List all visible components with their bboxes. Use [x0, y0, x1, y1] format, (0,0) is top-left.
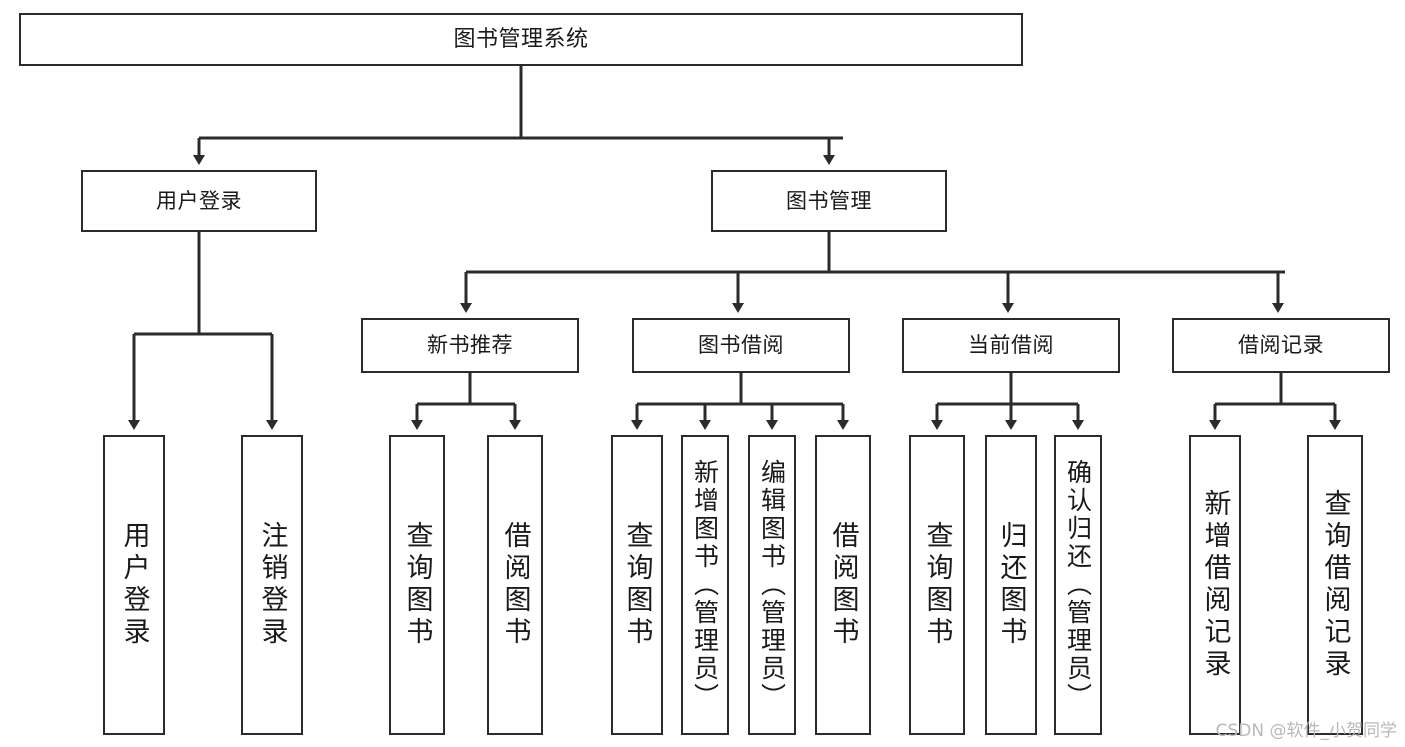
node-leaf-rec-borrow-book-label: 借阅图书 — [499, 521, 531, 649]
node-book-borrow-label: 图书借阅 — [698, 333, 784, 358]
node-leaf-rec-query-book[interactable]: 查询图书 — [389, 435, 445, 735]
node-leaf-return-book-label: 归还图书 — [995, 521, 1027, 649]
node-root-label: 图书管理系统 — [453, 26, 589, 52]
node-book-manage[interactable]: 图书管理 — [711, 170, 947, 232]
node-leaf-user-login[interactable]: 用户登录 — [103, 435, 165, 735]
node-leaf-rec-borrow-book[interactable]: 借阅图书 — [487, 435, 543, 735]
node-user-login-label: 用户登录 — [156, 188, 242, 213]
node-leaf-borrow-query-book-label: 查询图书 — [621, 521, 653, 649]
node-leaf-borrow-book[interactable]: 借阅图书 — [815, 435, 871, 735]
node-leaf-return-book[interactable]: 归还图书 — [985, 435, 1037, 735]
node-leaf-add-record-label: 新增借阅记录 — [1199, 489, 1231, 681]
node-leaf-query-record-label: 查询借阅记录 — [1319, 489, 1351, 681]
node-book-manage-label: 图书管理 — [786, 188, 872, 213]
node-leaf-cur-query-book[interactable]: 查询图书 — [909, 435, 965, 735]
node-current-borrow[interactable]: 当前借阅 — [902, 318, 1120, 373]
node-borrow-record[interactable]: 借阅记录 — [1172, 318, 1390, 373]
node-leaf-rec-query-book-label: 查询图书 — [401, 521, 433, 649]
node-leaf-confirm-return-admin-label: 确认归还（管理员） — [1063, 459, 1093, 711]
node-leaf-confirm-return-admin[interactable]: 确认归还（管理员） — [1054, 435, 1102, 735]
node-borrow-record-label: 借阅记录 — [1238, 333, 1324, 358]
node-new-book-rec-label: 新书推荐 — [427, 333, 513, 358]
node-leaf-user-logout[interactable]: 注销登录 — [241, 435, 303, 735]
node-leaf-query-record[interactable]: 查询借阅记录 — [1307, 435, 1363, 735]
node-book-borrow[interactable]: 图书借阅 — [632, 318, 850, 373]
node-leaf-user-login-label: 用户登录 — [118, 521, 150, 649]
node-leaf-borrow-book-label: 借阅图书 — [827, 521, 859, 649]
node-leaf-add-record[interactable]: 新增借阅记录 — [1189, 435, 1241, 735]
node-new-book-rec[interactable]: 新书推荐 — [361, 318, 579, 373]
node-leaf-cur-query-book-label: 查询图书 — [921, 521, 953, 649]
node-leaf-edit-book-admin[interactable]: 编辑图书（管理员） — [748, 435, 796, 735]
node-leaf-edit-book-admin-label: 编辑图书（管理员） — [757, 459, 787, 711]
node-leaf-user-logout-label: 注销登录 — [256, 521, 288, 649]
node-leaf-add-book-admin-label: 新增图书（管理员） — [690, 459, 720, 711]
node-user-login[interactable]: 用户登录 — [81, 170, 317, 232]
node-current-borrow-label: 当前借阅 — [968, 333, 1054, 358]
node-leaf-borrow-query-book[interactable]: 查询图书 — [611, 435, 663, 735]
node-root[interactable]: 图书管理系统 — [19, 13, 1023, 66]
node-leaf-add-book-admin[interactable]: 新增图书（管理员） — [681, 435, 729, 735]
